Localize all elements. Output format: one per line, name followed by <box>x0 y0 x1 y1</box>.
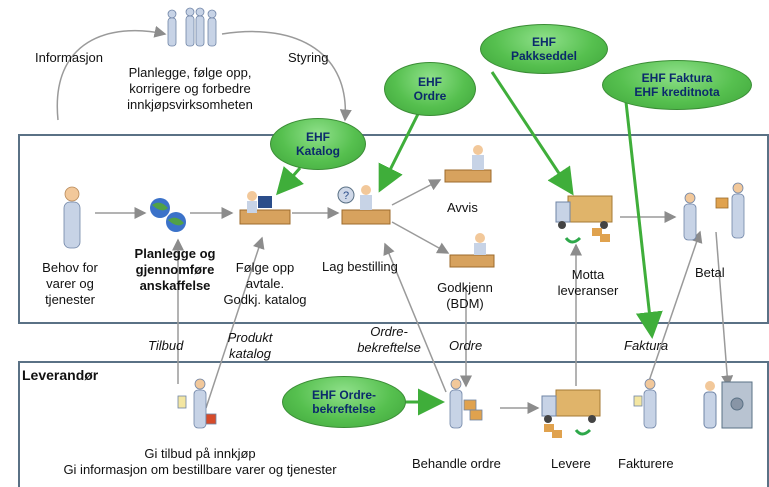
desk-worker-icon: ? <box>337 185 391 225</box>
supplier-frame <box>18 361 769 487</box>
arrow-produktkatalog <box>205 236 265 409</box>
management-line: innkjøpsvirksomheten <box>127 97 253 112</box>
gi-tilbud-line: Gi informasjon om bestillbare varer og t… <box>63 462 337 477</box>
behov-line: tjenester <box>45 292 95 307</box>
bubble-line: EHF kreditnota <box>634 85 720 99</box>
gi-tilbud-line: Gi tilbud på innkjøp <box>144 446 256 461</box>
bubble-line: Ordre <box>413 89 447 103</box>
delivery-truck-icon <box>541 389 601 438</box>
produktkatalog-line: Produkt <box>227 330 273 345</box>
folge-line: Følge opp <box>235 260 295 275</box>
bubble-line: Pakkseddel <box>510 49 578 63</box>
motta-line: Motta <box>571 267 605 282</box>
desk-worker-icon <box>449 233 495 268</box>
gi-tilbud-label: Gi tilbud på innkjøp Gi informasjon om b… <box>20 446 380 478</box>
informasjon-label: Informasjon <box>35 50 103 65</box>
person-icon <box>63 186 81 249</box>
behov-label: Behov for varer og tjenester <box>30 260 110 308</box>
faktura-label: Faktura <box>624 338 669 353</box>
tilbud-label: Tilbud <box>148 338 184 353</box>
management-line: Planlegge, følge opp, <box>128 65 252 80</box>
ordrebekreftelse-line: Ordre- <box>370 324 408 339</box>
buyer-frame <box>18 134 769 324</box>
styring-arc <box>221 30 352 122</box>
behandle-ordre-label: Behandle ordre <box>412 456 501 471</box>
bubble-line: EHF <box>418 75 442 89</box>
arrow-lag-avvis <box>391 179 442 206</box>
desk-worker-icon <box>444 145 492 183</box>
safe-icon <box>703 381 753 429</box>
godkjenn-label: Godkjenn (BDM) <box>430 280 500 312</box>
globe-icon <box>150 198 186 232</box>
produktkatalog-label: Produkt katalog <box>220 330 280 362</box>
lag-bestilling-label: Lag bestilling <box>322 259 398 274</box>
arrow-lag-godkjenn <box>391 221 450 254</box>
bubble-ehf-ordrebekreftelse: EHF Ordre-bekreftelse <box>282 376 406 428</box>
management-line: korrigere og forbedre <box>129 81 251 96</box>
management-description: Planlegge, følge opp, korrigere og forbe… <box>110 65 270 113</box>
betal-label: Betal <box>695 265 725 280</box>
styring-label: Styring <box>288 50 329 65</box>
ordrebekreftelse-line: bekreftelse <box>357 340 421 355</box>
planlegge-line: gjennomføre <box>135 262 215 277</box>
avvis-label: Avvis <box>447 200 478 215</box>
svg-text:?: ? <box>343 190 349 202</box>
fakturere-label: Fakturere <box>618 456 674 471</box>
folge-line: Godkj. katalog <box>223 292 307 307</box>
produktkatalog-line: katalog <box>229 346 271 361</box>
behov-line: varer og <box>46 276 94 291</box>
godkjenn-line: (BDM) <box>446 296 484 311</box>
green-arrow-katalog <box>276 166 304 196</box>
bubble-line: bekreftelse <box>312 402 376 416</box>
behov-line: Behov for <box>42 260 98 275</box>
informasjon-arc <box>56 25 167 121</box>
levere-label: Levere <box>551 456 591 471</box>
management-group-icon <box>167 7 217 47</box>
ordrebekreftelse-label: Ordre- bekreftelse <box>344 324 434 356</box>
folge-line: avtale. <box>245 276 285 291</box>
green-arrow-ordre <box>378 109 422 193</box>
planlegge-line: Planlegge og <box>134 246 216 261</box>
bubble-line: EHF Faktura <box>641 71 713 85</box>
ordre-label: Ordre <box>449 338 483 353</box>
green-arrow-pakkseddel <box>490 71 574 196</box>
supplier-title: Leverandør <box>22 367 99 383</box>
bubble-line: EHF <box>531 35 556 49</box>
bubble-line: EHF <box>305 130 330 144</box>
delivery-truck-icon <box>555 195 613 244</box>
supplier-person-icon <box>633 378 657 429</box>
arrow-faktura <box>647 230 703 385</box>
bubble-line: EHF Ordre- <box>311 388 376 402</box>
planlegge-label: Planlegge og gjennomføre anskaffelse <box>120 246 230 294</box>
motta-label: Motta leveranser <box>548 267 628 299</box>
supplier-person-icon <box>449 378 483 429</box>
payment-people-icon <box>683 182 745 241</box>
motta-line: leveranser <box>557 283 619 298</box>
supplier-person-icon <box>177 378 217 429</box>
godkjenn-line: Godkjenn <box>437 280 493 295</box>
bubble-line: Katalog <box>295 144 340 158</box>
planlegge-line: anskaffelse <box>139 278 211 293</box>
arrow-betal-bank <box>715 231 734 388</box>
folge-label: Følge opp avtale. Godkj. katalog <box>210 260 320 308</box>
desk-worker-icon <box>239 191 291 225</box>
arrow-ordrebekreftelse <box>383 242 447 393</box>
green-arrow-faktura <box>624 101 663 339</box>
